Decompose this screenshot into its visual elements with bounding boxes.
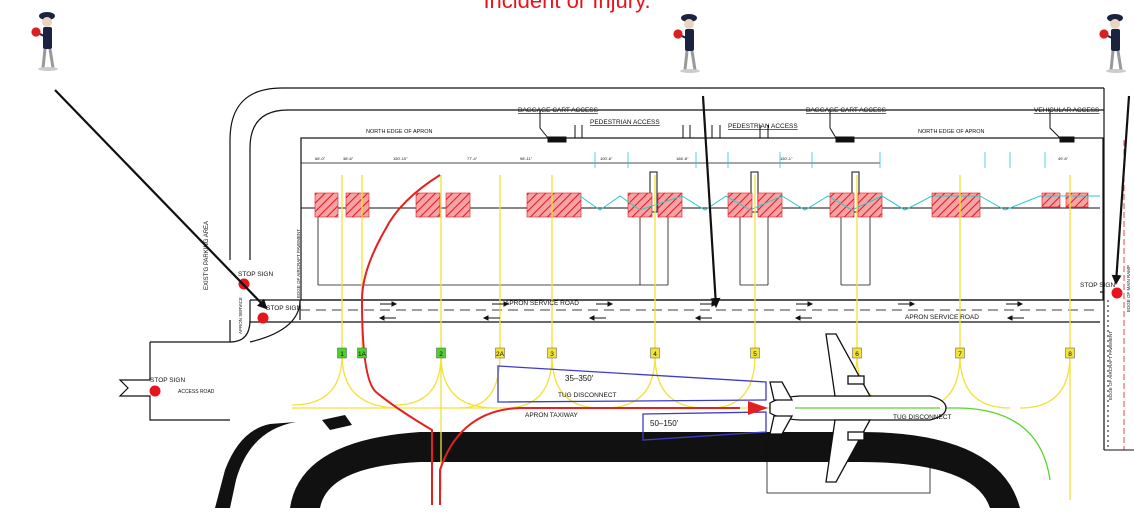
dimension-label: 166'-8" bbox=[676, 156, 689, 161]
stand-label-2: 2 bbox=[436, 347, 446, 359]
dimension-label: 77'-4" bbox=[467, 156, 478, 161]
safety-zones bbox=[314, 192, 1089, 218]
stop-sign-label-4: STOP SIGN bbox=[1080, 282, 1115, 289]
pedestrian-label-1: PEDESTRIAN ACCESS bbox=[590, 119, 660, 126]
tug-route bbox=[360, 174, 740, 505]
stand-label-text: 1A bbox=[358, 351, 367, 358]
stop-marker-2 bbox=[257, 312, 269, 324]
stand-label-1a: 1A bbox=[357, 347, 367, 359]
green-exit-line bbox=[880, 407, 1051, 481]
stand-label-text: 7 bbox=[958, 351, 962, 358]
apron-service-vertical-label: APRON SERVICE bbox=[238, 297, 243, 334]
north-edge-label-right: NORTH EDGE OF APRON bbox=[918, 129, 985, 135]
taxiway-band bbox=[215, 415, 1020, 508]
stand-label-text: 6 bbox=[855, 351, 859, 358]
officer-icon-left bbox=[30, 12, 58, 71]
dimension-label: 100'-6" bbox=[600, 156, 613, 161]
stand-label-text: 3 bbox=[550, 351, 554, 358]
dimension-label: 150'-1" bbox=[780, 156, 793, 161]
tug-disconnect-label-1: TUG DISCONNECT bbox=[558, 392, 617, 399]
stand-label-3: 3 bbox=[547, 347, 557, 359]
stand-label-box bbox=[750, 347, 760, 359]
officer-icon-right bbox=[1098, 14, 1126, 73]
tug-disconnect-label-2: TUG DISCONNECT bbox=[893, 414, 952, 421]
tug-route-arrow bbox=[748, 401, 768, 415]
apron-service-road-label-2: APRON SERVICE ROAD bbox=[905, 314, 979, 321]
stand-label-box bbox=[650, 347, 660, 359]
cyan-gate-marks bbox=[594, 152, 1046, 168]
stand-label-text: 2A bbox=[496, 351, 505, 358]
baggage-cart-label-2: BAGGAGE CART ACCESS bbox=[806, 107, 887, 114]
range-far-label: 35–350' bbox=[565, 374, 594, 383]
stand-label-8: 8 bbox=[1065, 347, 1075, 359]
pavement-outlines bbox=[118, 87, 1125, 450]
vehicular-label: VEHICULAR ACCESS bbox=[1034, 107, 1100, 114]
edge-aircraft-label-right: EDGE OF AIRCRAFT PAVEMENT bbox=[1108, 331, 1113, 400]
dimension-label: 98'-11" bbox=[520, 156, 533, 161]
stand-label-text: 8 bbox=[1068, 351, 1072, 358]
north-edge-label-left: NORTH EDGE OF APRON bbox=[366, 129, 433, 135]
stand-label-box bbox=[495, 347, 505, 359]
dimension-label: 66'-0" bbox=[315, 156, 326, 161]
dimension-label: 49'-6" bbox=[1058, 156, 1069, 161]
stand-label-box bbox=[955, 347, 965, 359]
dimension-labels: 66'-0" 38'-6" 150'-10" 77'-4" 98'-11" 100'-6"… bbox=[315, 156, 1069, 161]
apron-service-road-label-1: APRON SERVICE ROAD bbox=[505, 300, 579, 307]
dimension-label: 38'-6" bbox=[343, 156, 354, 161]
stand-label-box bbox=[436, 347, 446, 359]
aircraft-icon bbox=[769, 333, 947, 483]
officer-icon-middle bbox=[672, 14, 700, 73]
wingtip-clearance-line bbox=[579, 195, 1100, 211]
stand-label-box bbox=[337, 347, 347, 359]
stop-marker-3 bbox=[149, 385, 161, 397]
stop-sign-label-2: STOP SIGN bbox=[266, 305, 301, 312]
pointer-arrow-right bbox=[1111, 95, 1131, 285]
pointer-arrow-middle bbox=[701, 95, 721, 308]
road-direction-arrows bbox=[378, 301, 1024, 321]
stand-label-6: 6 bbox=[852, 347, 862, 359]
edge-aircraft-label-left: EDGE OF AIRCRAFT PAVEMENT bbox=[296, 229, 301, 298]
stand-label-box bbox=[1065, 347, 1075, 359]
stand-label-text: 2 bbox=[439, 351, 443, 358]
stand-label-box bbox=[357, 347, 367, 359]
stand-label-1: 1 bbox=[337, 347, 347, 359]
pedestrian-label-2: PEDESTRIAN ACCESS bbox=[728, 123, 798, 130]
access-markers bbox=[539, 110, 1075, 143]
access-road-label: ACCESS ROAD bbox=[178, 389, 215, 395]
range-near-label: 50–150' bbox=[650, 419, 679, 428]
stop-sign-label-1: STOP SIGN bbox=[238, 271, 273, 278]
dimension-label: 150'-10" bbox=[393, 156, 408, 161]
stand-labels: 1 1A 2 2A 3 4 5 6 7 8 bbox=[337, 347, 1075, 359]
stop-markers bbox=[149, 278, 1123, 397]
stand-label-text: 5 bbox=[753, 351, 757, 358]
stop-sign-label-3: STOP SIGN bbox=[150, 377, 185, 384]
pointer-arrow-left bbox=[54, 89, 268, 310]
stand-label-text: 4 bbox=[653, 351, 657, 358]
clearance-wedges bbox=[497, 365, 767, 441]
stand-label-box bbox=[547, 347, 557, 359]
stand-label-7: 7 bbox=[955, 347, 965, 359]
headline-text: Incident or Injury. bbox=[483, 0, 651, 13]
stand-label-2a: 2A bbox=[495, 347, 505, 359]
pointer-arrows bbox=[54, 89, 1131, 310]
baggage-cart-label-1: BAGGAGE CART ACCESS bbox=[518, 107, 599, 114]
edge-hatching bbox=[1104, 300, 1134, 451]
stand-label-text: 1 bbox=[340, 351, 344, 358]
stand-label-4: 4 bbox=[650, 347, 660, 359]
apron-taxiway-label: APRON TAXIWAY bbox=[525, 412, 579, 419]
stand-label-5: 5 bbox=[750, 347, 760, 359]
aircraft-dimension-box bbox=[766, 440, 931, 494]
stand-label-box bbox=[852, 347, 862, 359]
edge-main-ramp-label: EDGE OF MAIN RAMP bbox=[1126, 265, 1131, 312]
stop-marker-4 bbox=[1111, 287, 1123, 299]
terminal-stands bbox=[301, 162, 1100, 286]
parking-area-label: EXIST'G PARKING AREA bbox=[204, 221, 210, 290]
